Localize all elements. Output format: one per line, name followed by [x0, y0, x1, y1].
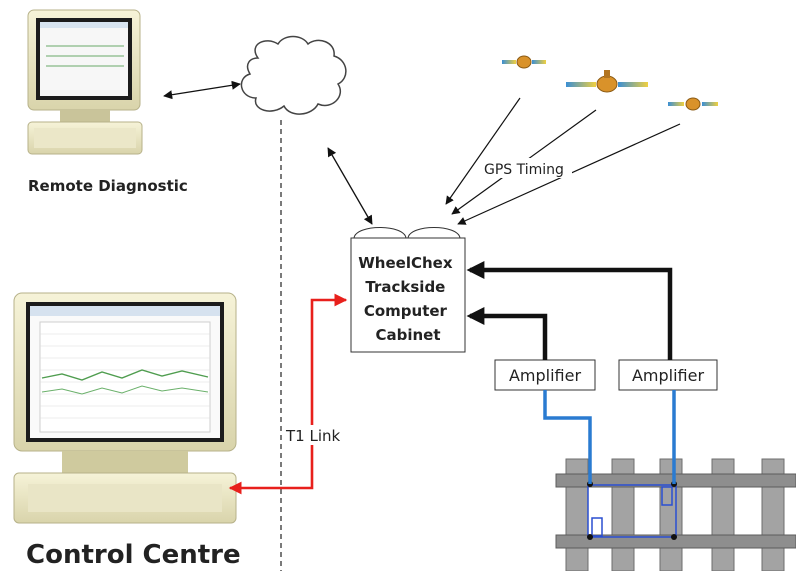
amp1-to-cabinet-link — [466, 307, 548, 360]
remote-diagnostic-computer — [27, 9, 143, 155]
cloud-to-cabinet-arrow — [327, 147, 373, 225]
control-centre-label: Control Centre — [26, 540, 241, 570]
cabinet-line-2: Trackside — [365, 278, 445, 296]
amplifier-box-2 — [618, 359, 718, 391]
amplifier-label-2: Amplifier — [632, 366, 705, 385]
control-centre-computer — [13, 292, 237, 524]
amplifier-box-1 — [494, 359, 596, 391]
remote-diagnostic-label: Remote Diagnostic — [28, 177, 188, 195]
railway-track-icon — [555, 458, 796, 571]
gps-label-bg — [480, 158, 572, 178]
satellite-icon-1 — [502, 55, 546, 69]
cabinet-line-1: WheelChex — [358, 254, 453, 272]
remote-to-cloud-arrow — [163, 80, 241, 100]
t1-link-label: T1 Link — [285, 427, 341, 445]
cloud-icon — [240, 35, 347, 115]
gps-arrow-1 — [445, 97, 521, 205]
satellite-icon-2 — [566, 70, 648, 93]
amp2-to-cabinet-link — [466, 261, 673, 360]
t1-link-line — [228, 293, 348, 495]
satellite-icon-3 — [668, 97, 718, 111]
amplifier-label-1: Amplifier — [509, 366, 582, 385]
cabinet-line-3: Computer — [364, 302, 448, 320]
sensor-cable-1 — [543, 390, 592, 484]
cabinet-line-4: Cabinet — [375, 326, 440, 344]
gps-timing-label: GPS Timing — [484, 162, 564, 178]
cabinet-label: WheelChex Trackside Computer Cabinet — [358, 254, 457, 344]
cabinet — [350, 227, 466, 353]
t1-label-bg — [282, 425, 344, 445]
